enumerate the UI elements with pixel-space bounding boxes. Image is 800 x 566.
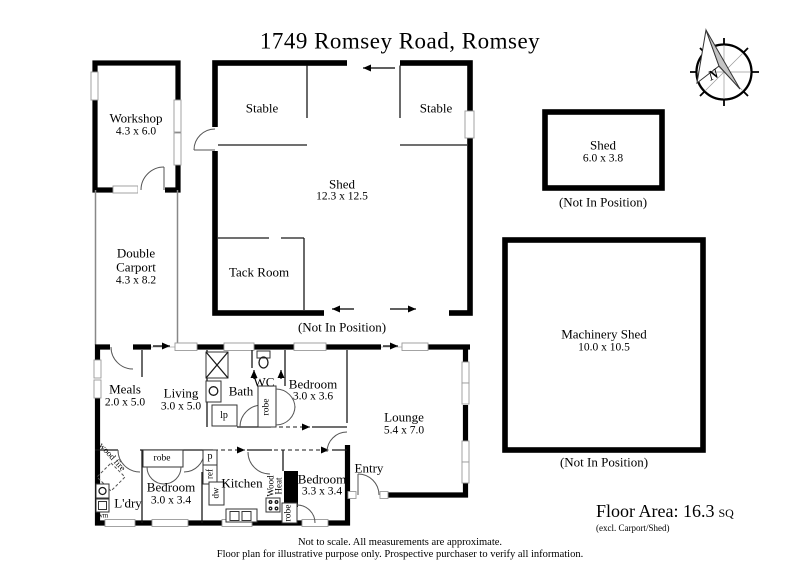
room-label-kitchen: Kitchen xyxy=(221,475,263,491)
disclaimer-line-2: Floor plan for illustrative purpose only… xyxy=(216,548,584,560)
room-label-lounge: Lounge xyxy=(384,409,424,425)
note-small-shed-position: (Not In Position) xyxy=(558,194,648,210)
disclaimer-line-1: Not to scale. All measurements are appro… xyxy=(297,536,503,548)
note-machinery-shed-position: (Not In Position) xyxy=(559,454,649,470)
small-shed-outline xyxy=(542,109,665,191)
fixture-label-robe-left: robe xyxy=(153,453,171,464)
room-dims-bedroom-front: 3.3 x 3.4 xyxy=(301,485,343,498)
room-label-carport-1: Double xyxy=(116,245,156,261)
room-label-bedroom-left: Bedroom xyxy=(146,479,196,495)
fixture-label-robe-hall: robe xyxy=(261,398,272,416)
carport-outline xyxy=(94,190,179,345)
house-outline xyxy=(93,342,470,527)
room-label-living: Living xyxy=(163,385,199,401)
room-dims-bedroom-rear: 3.0 x 3.6 xyxy=(292,390,334,403)
room-label-bath: Bath xyxy=(228,383,254,399)
room-label-entry: Entry xyxy=(354,460,384,476)
fixture-label-washing-machine: wm xyxy=(97,511,109,520)
room-label-wc: WC xyxy=(253,374,275,390)
floor-area-value: Floor Area: 16.3 xyxy=(596,501,715,521)
room-label-carport-2: Carport xyxy=(116,259,156,275)
floor-area-summary: Floor Area: 16.3 SQ (excl. Carport/Shed) xyxy=(596,501,734,533)
room-label-meals: Meals xyxy=(109,381,141,397)
floor-area-note: (excl. Carport/Shed) xyxy=(596,523,670,533)
house-interior-walls xyxy=(95,350,348,524)
room-label-small-shed: Shed xyxy=(590,137,616,153)
fixture-label-wood-heater-2: Heat xyxy=(273,477,284,495)
room-dims-lounge: 5.4 x 7.0 xyxy=(383,424,425,437)
room-dims-meals: 2.0 x 5.0 xyxy=(104,396,146,409)
room-dims-bedroom-left: 3.0 x 3.4 xyxy=(150,494,192,507)
room-dims-living: 3.0 x 5.0 xyxy=(160,400,202,413)
fixture-label-linen-press: lp xyxy=(220,410,228,421)
compass-icon xyxy=(690,28,759,106)
machinery-shed-outline xyxy=(502,237,706,453)
room-dims-shed: 12.3 x 12.5 xyxy=(316,190,368,203)
fixture-label-robe-front: robe xyxy=(283,504,294,522)
fixture-label-pantry: p xyxy=(207,451,213,462)
workshop-outline xyxy=(90,60,182,194)
room-dims-workshop: 4.3 x 6.0 xyxy=(115,125,157,138)
note-shed-position: (Not In Position) xyxy=(297,319,387,335)
floor-area-unit: SQ xyxy=(718,506,734,520)
fixture-label-fridge: ref xyxy=(204,469,215,479)
room-label-shed: Shed xyxy=(329,176,355,192)
room-label-bedroom-rear: Bedroom xyxy=(288,376,338,392)
fixture-label-dishwasher: dw xyxy=(210,487,221,499)
room-label-stable-right: Stable xyxy=(419,100,453,116)
room-label-laundry: L'dry xyxy=(114,495,142,511)
room-label-workshop: Workshop xyxy=(109,110,163,126)
page-title: 1749 Romsey Road, Romsey xyxy=(259,28,541,54)
room-dims-small-shed: 6.0 x 3.8 xyxy=(582,152,624,165)
room-label-tack-room: Tack Room xyxy=(228,264,290,280)
room-dims-machinery-shed: 10.0 x 10.5 xyxy=(578,341,630,354)
room-label-machinery-shed: Machinery Shed xyxy=(561,326,647,342)
main-shed-outline xyxy=(193,57,475,318)
room-label-stable-left: Stable xyxy=(245,100,279,116)
room-label-bedroom-front: Bedroom xyxy=(297,471,347,487)
room-dims-carport: 4.3 x 8.2 xyxy=(115,274,157,287)
